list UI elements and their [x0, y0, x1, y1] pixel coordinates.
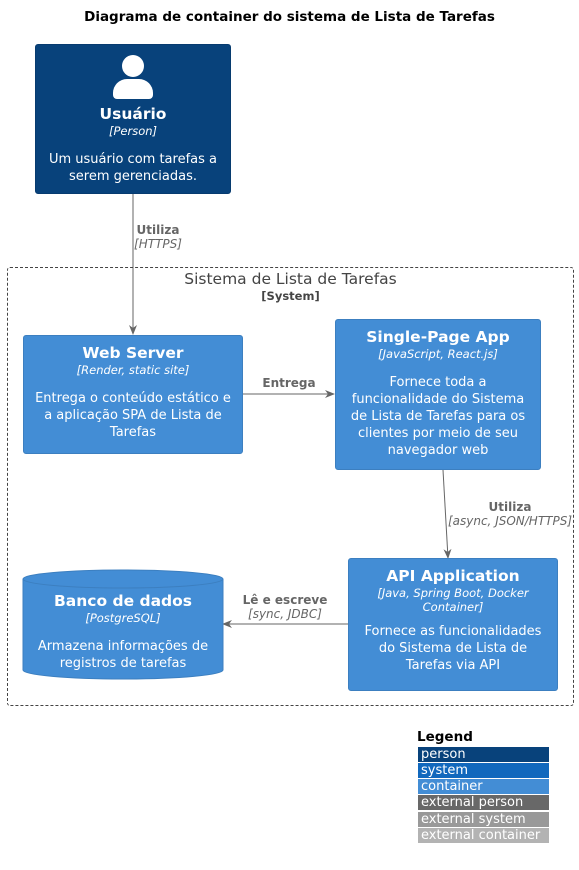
- container-tech: [Java, Spring Boot, Docker Container]: [377, 586, 529, 614]
- person-type: [Person]: [108, 124, 158, 138]
- container-description: Fornece toda a funcionalidade do Sistema…: [350, 375, 526, 458]
- container-spa: Single-Page App [JavaScript, React.js] F…: [335, 319, 541, 470]
- database-cylinder-shape: [22, 569, 224, 680]
- person-usuario: Usuário [Person] Um usuário com tarefas …: [35, 44, 231, 194]
- person-description: Um usuário com tarefas a serem gerenciad…: [48, 152, 217, 184]
- person-icon: [112, 55, 154, 101]
- legend-item-external-container: external container: [418, 828, 549, 843]
- container-description: Entrega o conteúdo estático e a aplicaçã…: [35, 391, 231, 440]
- system-boundary: [7, 267, 574, 706]
- relation-label-web-spa: Entrega: [262, 376, 316, 390]
- diagram-title: Diagrama de container do sistema de List…: [84, 9, 495, 25]
- container-api: API Application [Java, Spring Boot, Dock…: [348, 558, 558, 691]
- container-name: Single-Page App: [366, 328, 510, 346]
- container-name: API Application: [386, 567, 520, 585]
- legend-item-external-system: external system: [418, 812, 549, 827]
- container-name: Web Server: [82, 344, 184, 362]
- container-name: Banco de dados: [53, 592, 193, 610]
- boundary-name: Sistema de Lista de Tarefas: [184, 270, 397, 288]
- legend-item-system: system: [418, 763, 549, 778]
- legend-title: Legend: [417, 729, 473, 745]
- container-description: Fornece as funcionalidades do Sistema de…: [364, 624, 542, 673]
- container-tech: [Render, static site]: [76, 363, 190, 377]
- relation-label-api-db: Lê e escreve [sync, JDBC]: [242, 593, 328, 621]
- container-web-server: Web Server [Render, static site] Entrega…: [23, 335, 243, 454]
- arrow-spa-to-api: [442, 469, 452, 559]
- relation-label-user-web: Utiliza [HTTPS]: [134, 223, 182, 251]
- container-description: Armazena informações de registros de tar…: [37, 639, 209, 671]
- legend-item-container: container: [418, 779, 549, 794]
- container-tech: [JavaScript, React.js]: [378, 347, 498, 361]
- container-database: Banco de dados [PostgreSQL] Armazena inf…: [23, 592, 223, 678]
- container-tech: [PostgreSQL]: [85, 611, 161, 625]
- boundary-type: [System]: [261, 289, 320, 303]
- legend-item-person: person: [418, 747, 549, 762]
- legend-item-external-person: external person: [418, 795, 549, 810]
- relation-label-spa-api: Utiliza [async, JSON/HTTPS]: [447, 500, 573, 528]
- person-name: Usuário: [99, 105, 167, 123]
